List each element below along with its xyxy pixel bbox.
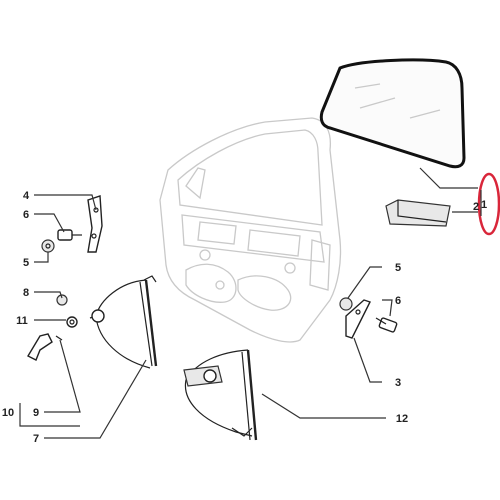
bolt-left[interactable]	[57, 229, 82, 241]
label-12: 12	[396, 413, 408, 425]
door-frame	[159, 117, 342, 343]
bolt-right[interactable]	[375, 317, 398, 333]
door-glass[interactable]	[319, 58, 466, 169]
nut-left[interactable]	[41, 239, 55, 253]
label-8: 8	[23, 287, 29, 299]
window-regulator-right[interactable]	[183, 349, 258, 441]
label-6-left: 6	[23, 209, 29, 221]
window-regulator-left[interactable]	[89, 275, 158, 369]
seal-strip[interactable]	[385, 199, 451, 227]
window-crank[interactable]	[27, 333, 63, 361]
nut-right[interactable]	[339, 297, 353, 311]
label-10: 10	[2, 407, 14, 419]
bracket-3[interactable]	[345, 299, 371, 339]
knob-11[interactable]	[66, 316, 78, 328]
label-3: 3	[395, 377, 401, 389]
label-1: 1	[481, 199, 487, 211]
label-6-right: 6	[395, 295, 401, 307]
label-11: 11	[16, 315, 28, 327]
label-9: 9	[33, 407, 39, 419]
leader-lines	[19, 167, 482, 439]
label-2: 2	[473, 201, 479, 213]
label-5-right: 5	[395, 262, 401, 274]
label-4: 4	[23, 190, 30, 202]
bracket-part[interactable]	[87, 195, 103, 253]
label-7: 7	[33, 433, 39, 445]
highlight-ring	[477, 172, 500, 236]
nut-8[interactable]	[56, 294, 68, 306]
label-5-left: 5	[23, 257, 29, 269]
